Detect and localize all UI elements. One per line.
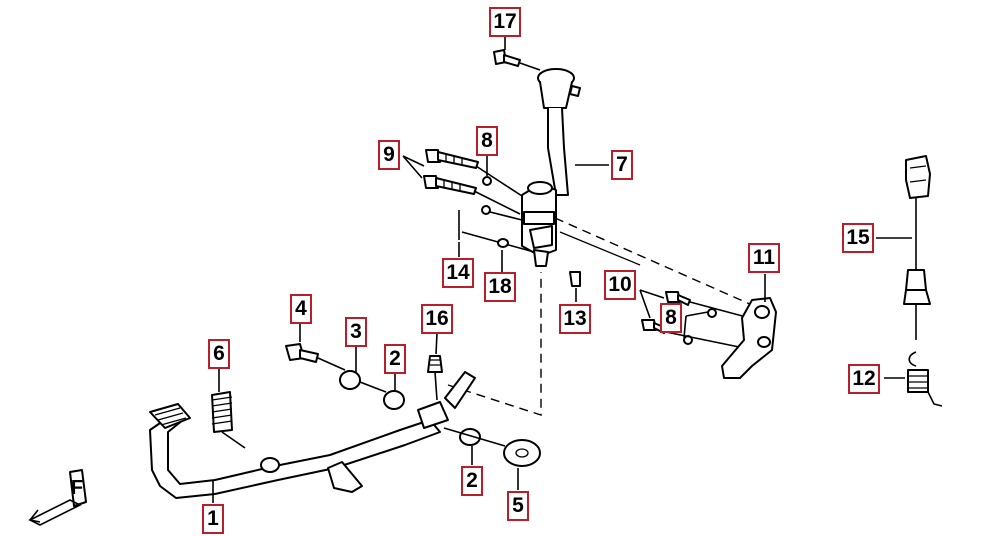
- washer-18: [497, 238, 509, 248]
- brake-pedal-arm: [149, 371, 476, 499]
- mounting-bolts: [423, 149, 479, 195]
- reservoir-bolt: [493, 49, 541, 71]
- callout-8-upper[interactable]: 8: [476, 126, 498, 156]
- callout-5[interactable]: 5: [507, 491, 529, 521]
- callout-2-upper[interactable]: 2: [384, 344, 406, 374]
- bracket-bolts: [641, 291, 751, 349]
- callout-12[interactable]: 12: [848, 364, 880, 394]
- forward-mark-letter: F: [70, 477, 84, 499]
- callout-17[interactable]: 17: [489, 7, 521, 37]
- callout-6[interactable]: 6: [208, 339, 230, 369]
- cylinder-bracket: [721, 297, 777, 379]
- callout-1[interactable]: 1: [202, 504, 224, 534]
- callout-14[interactable]: 14: [442, 258, 474, 288]
- brake-fluid-reservoir: [537, 68, 581, 196]
- assembly-guide-lines: [447, 217, 753, 416]
- callout-7[interactable]: 7: [611, 150, 633, 180]
- callout-18[interactable]: 18: [484, 272, 516, 302]
- large-washer-3: [339, 370, 361, 390]
- callout-10[interactable]: 10: [604, 270, 636, 300]
- callout-2-lower[interactable]: 2: [461, 466, 483, 496]
- grease-nipple: [427, 355, 443, 401]
- large-washer-5: [503, 439, 541, 467]
- washer-8-upper: [482, 176, 492, 186]
- callout-16[interactable]: 16: [421, 304, 453, 334]
- forward-arrow-icon: [28, 469, 87, 526]
- callout-leader-lines: [212, 36, 912, 503]
- brake-light-switch: [903, 155, 931, 340]
- switch-spring: [907, 351, 943, 407]
- callout-4[interactable]: 4: [290, 294, 312, 324]
- o-ring-upper: [383, 390, 405, 410]
- washer-8-lower: [481, 205, 491, 215]
- master-cylinder: [521, 181, 557, 267]
- callout-3[interactable]: 3: [345, 317, 367, 347]
- callout-15[interactable]: 15: [842, 223, 874, 253]
- o-ring-lower: [459, 428, 481, 446]
- callout-13[interactable]: 13: [559, 304, 591, 334]
- pivot-bolt: [285, 343, 346, 371]
- callout-9[interactable]: 9: [378, 140, 400, 170]
- callout-11[interactable]: 11: [748, 243, 780, 273]
- callout-8-lower[interactable]: 8: [660, 303, 682, 333]
- return-spring: [211, 391, 246, 449]
- clevis-pin: [569, 271, 581, 287]
